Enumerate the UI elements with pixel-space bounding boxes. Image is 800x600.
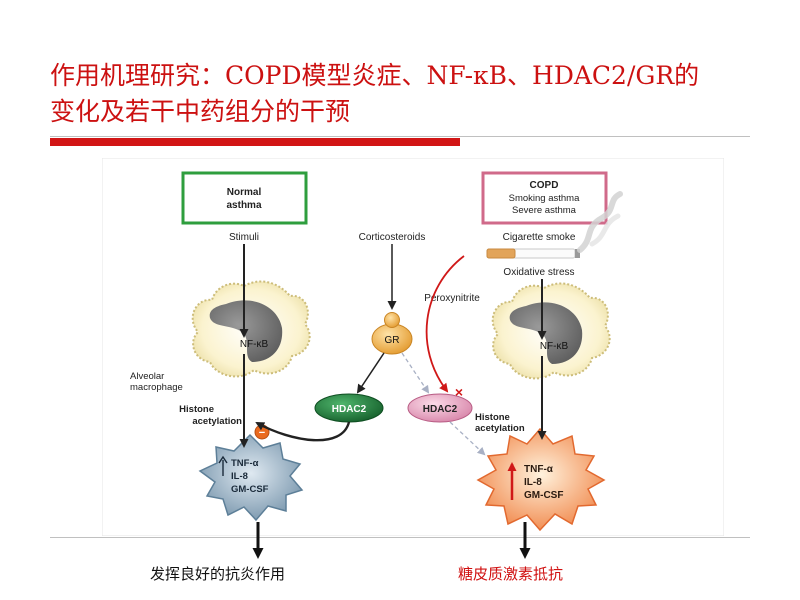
title-line-2: 变化及若干中药组分的干预	[50, 97, 351, 126]
small-up-arrowhead-left	[218, 455, 228, 464]
stimuli-label: Stimuli	[229, 232, 259, 243]
macrophage-label: macrophage	[130, 382, 183, 393]
smoking-asthma-label: Smoking asthma	[509, 193, 580, 204]
arrow-gr-to-hdac2-impaired	[401, 352, 430, 394]
nfkb-left-label: NF-κB	[240, 339, 269, 350]
alveolar-label: Alveolar	[130, 371, 164, 382]
arrow-hdac2-to-histone	[255, 421, 351, 442]
acetylation-right-label: acetylation	[475, 423, 525, 434]
title-divider-thin	[50, 136, 750, 137]
il8-left-label: IL-8	[231, 471, 248, 482]
tnf-alpha-right-label: TNF-α	[524, 464, 554, 475]
copd-box: COPD Smoking asthma Severe asthma	[481, 171, 608, 225]
inactivation-cross-mark: ×	[455, 384, 463, 400]
arrow-gr-to-hdac2	[356, 352, 385, 394]
arrow-hdac2-to-histone-impaired	[449, 421, 486, 456]
cytokine-starburst-left	[198, 433, 304, 522]
tnf-alpha-left-label: TNF-α	[231, 458, 259, 469]
mechanism-diagram: Normal asthma COPD Smoking asthma Severe…	[101, 157, 725, 537]
oxidative-stress-label: Oxidative stress	[503, 267, 574, 278]
histone-left-label: Histone	[179, 404, 214, 415]
cigarette-smoke-label: Cigarette smoke	[503, 232, 576, 243]
arrow-peroxynitrite-to-hdac2	[425, 255, 465, 393]
il8-right-label: IL-8	[524, 477, 542, 488]
hdac2-inactive-node	[407, 393, 473, 423]
asthma-label: asthma	[226, 200, 261, 211]
severe-asthma-label: Severe asthma	[512, 205, 577, 216]
normal-asthma-box: Normal asthma	[181, 171, 308, 225]
gmcsf-left-label: GM-CSF	[231, 484, 269, 495]
caption-steroid-resistance: 糖皮质激素抵抗	[458, 565, 564, 583]
gmcsf-right-label: GM-CSF	[524, 490, 563, 501]
nfkb-right-label: NF-κB	[540, 341, 569, 352]
title-line-1: 作用机理研究：COPD模型炎症、NF-κB、HDAC2/GR的	[50, 61, 700, 90]
histone-right-label: Histone	[475, 412, 510, 423]
copd-label: COPD	[530, 180, 559, 191]
peroxynitrite-label: Peroxynitrite	[424, 293, 480, 304]
cytokine-starburst-right	[476, 427, 606, 532]
corticosteroids-label: Corticosteroids	[359, 232, 426, 243]
figure-bottom-line	[50, 537, 750, 538]
slide-title: 作用机理研究：COPD模型炎症、NF-κB、HDAC2/GR的 变化及若干中药组…	[50, 58, 780, 130]
gr-receptor	[371, 312, 413, 355]
acetylation-left-label: acetylation	[192, 416, 242, 427]
cigarette-icon	[486, 191, 623, 259]
caption-anti-inflammatory: 发挥良好的抗炎作用	[150, 565, 286, 583]
gr-label: GR	[385, 335, 400, 346]
normal-label: Normal	[227, 187, 262, 198]
hdac2-inactive-label: HDAC2	[423, 404, 458, 415]
hdac2-active-label: HDAC2	[332, 404, 367, 415]
title-divider-red	[50, 138, 460, 146]
minus-label: −	[259, 427, 265, 439]
